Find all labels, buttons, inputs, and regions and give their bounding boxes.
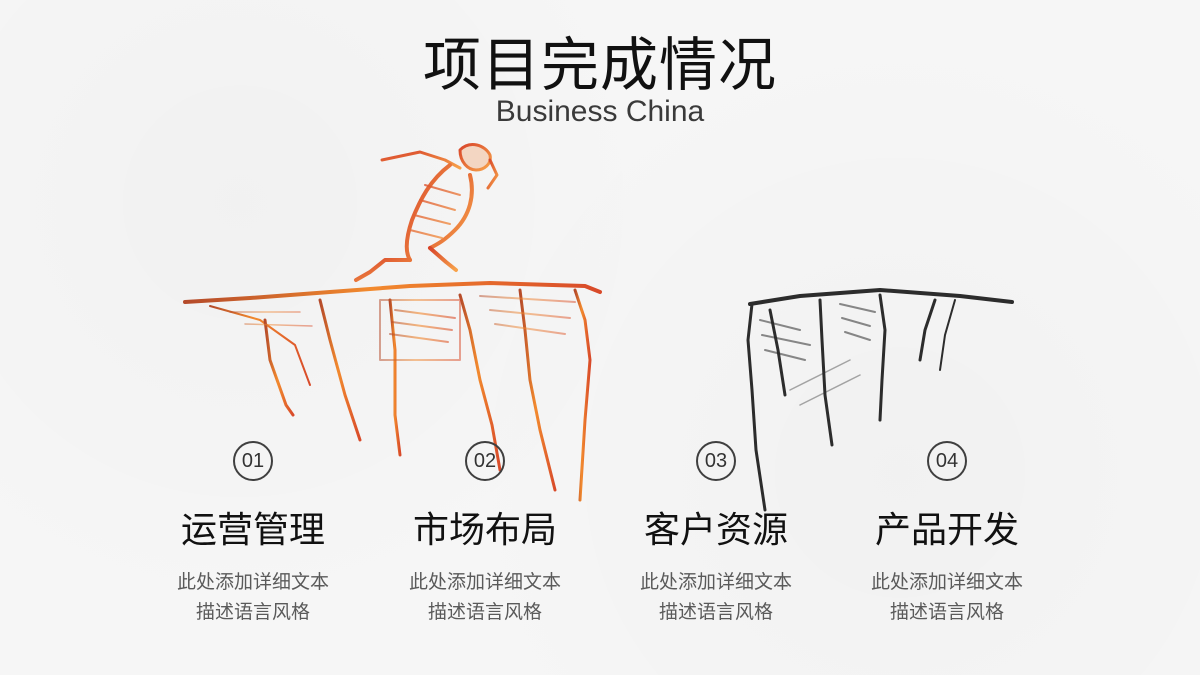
step-description: 此处添加详细文本 描述语言风格	[143, 567, 363, 627]
step-description-line: 描述语言风格	[195, 601, 310, 623]
step-2: 02 市场布局 此处添加详细文本 描述语言风格	[375, 441, 595, 627]
step-title: 产品开发	[874, 510, 1019, 551]
step-description-line: 此处添加详细文本	[639, 571, 792, 593]
step-number-badge: 03	[696, 441, 736, 481]
step-title: 市场布局	[412, 510, 557, 551]
step-4: 04 产品开发 此处添加详细文本 描述语言风格	[837, 441, 1057, 627]
left-cliff-sketch	[183, 281, 602, 502]
step-description-line: 描述语言风格	[427, 601, 542, 623]
step-number-badge: 01	[233, 441, 273, 481]
page-subtitle: Business China	[495, 95, 705, 128]
step-description: 此处添加详细文本 描述语言风格	[837, 567, 1057, 627]
step-description: 此处添加详细文本 描述语言风格	[606, 567, 826, 627]
step-description-line: 描述语言风格	[889, 601, 1004, 623]
step-number-badge: 04	[927, 441, 967, 481]
page-title: 项目完成情况	[422, 31, 777, 99]
step-3: 03 客户资源 此处添加详细文本 描述语言风格	[606, 441, 826, 627]
step-number-badge: 02	[465, 441, 505, 481]
step-description-line: 此处添加详细文本	[870, 571, 1023, 593]
step-description-line: 描述语言风格	[658, 601, 773, 623]
step-title: 客户资源	[643, 510, 788, 551]
right-cliff-sketch	[746, 288, 1014, 512]
step-1: 01 运营管理 此处添加详细文本 描述语言风格	[143, 441, 363, 627]
runner-figure	[354, 143, 499, 282]
step-description-line: 此处添加详细文本	[408, 571, 561, 593]
step-description: 此处添加详细文本 描述语言风格	[375, 567, 595, 627]
step-title: 运营管理	[180, 510, 325, 551]
step-description-line: 此处添加详细文本	[176, 571, 329, 593]
